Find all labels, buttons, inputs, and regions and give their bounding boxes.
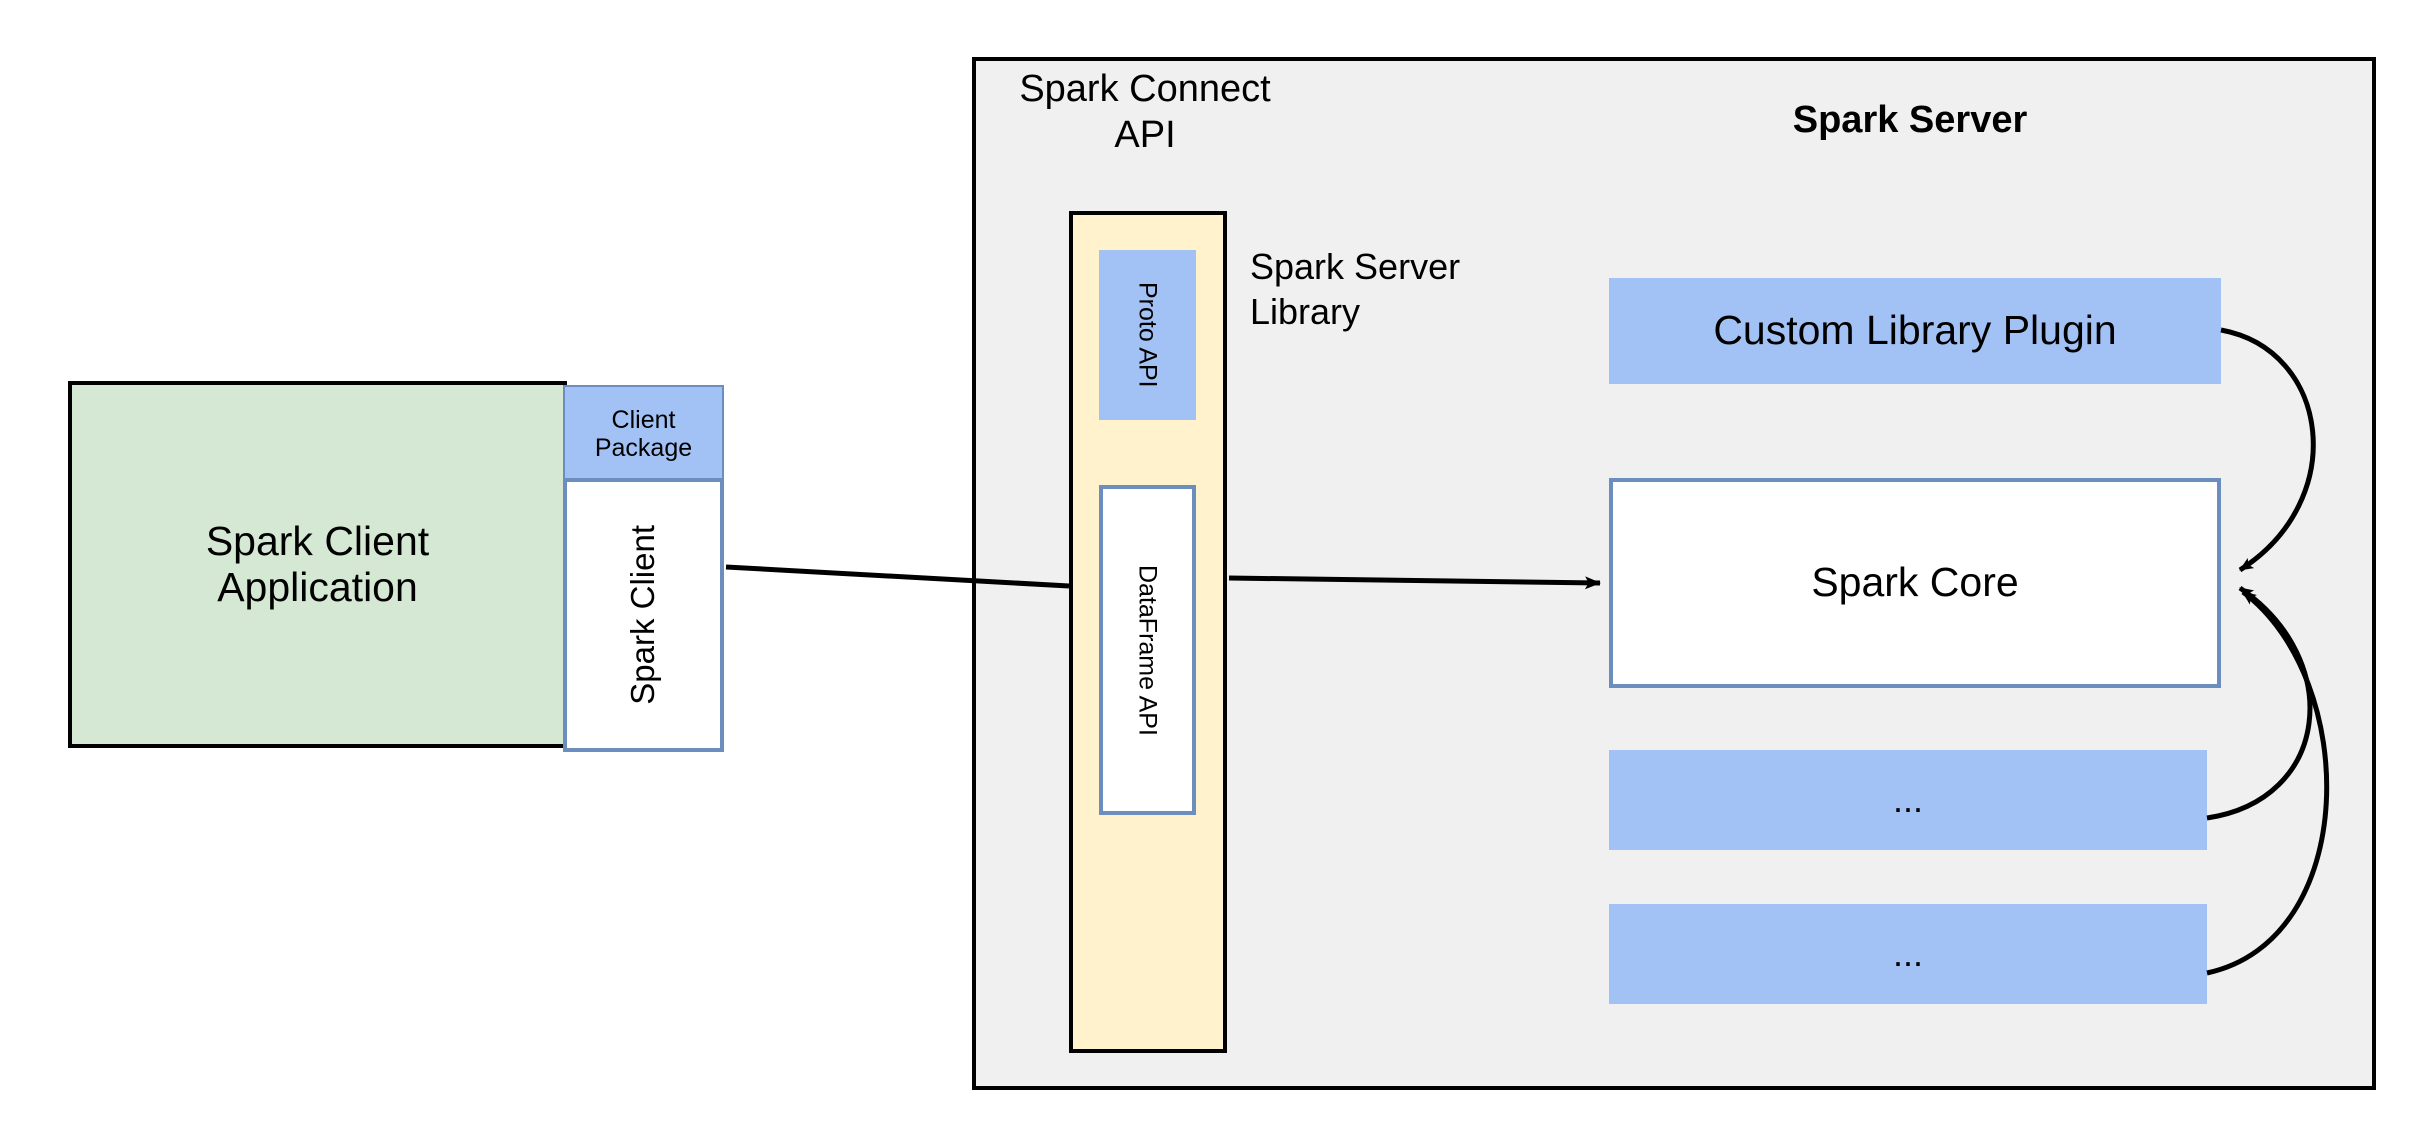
spark-core-box[interactable]: Spark Core — [1609, 478, 2221, 688]
spark-client-label: Spark Client — [624, 525, 662, 705]
proto-api-box[interactable]: Proto API — [1099, 250, 1196, 420]
ellipsis-box-1[interactable]: ... — [1609, 750, 2207, 850]
spark-client-application-line2: Application — [217, 563, 418, 610]
proto-api-label: Proto API — [1133, 282, 1162, 388]
dataframe-api-label: DataFrame API — [1133, 564, 1162, 736]
client-package-line2: Package — [594, 433, 693, 462]
client-package-line1: Client — [611, 405, 676, 434]
spark-server-title: Spark Server — [1792, 98, 2028, 141]
spark-connect-api-label-line2: API — [1114, 114, 1176, 157]
spark-connect-api-label: Spark Connect API — [1000, 66, 1290, 156]
spark-client-application-line1: Spark Client — [205, 517, 430, 564]
ellipsis-box-2[interactable]: ... — [1609, 904, 2207, 1004]
custom-library-plugin-box[interactable]: Custom Library Plugin — [1609, 278, 2221, 384]
spark-server-library-label-line1: Spark Server — [1250, 246, 1461, 287]
client-package-box[interactable]: Client Package — [563, 385, 724, 482]
spark-connect-api-label-line1: Spark Connect — [1019, 68, 1271, 110]
spark-server-library-label-line2: Library — [1250, 291, 1361, 332]
spark-client-box[interactable]: Spark Client — [563, 478, 724, 752]
dataframe-api-box[interactable]: DataFrame API — [1099, 485, 1196, 815]
spark-server-library-label: Spark Server Library — [1250, 244, 1580, 334]
spark-client-application-box[interactable]: Spark Client Application — [68, 381, 567, 748]
